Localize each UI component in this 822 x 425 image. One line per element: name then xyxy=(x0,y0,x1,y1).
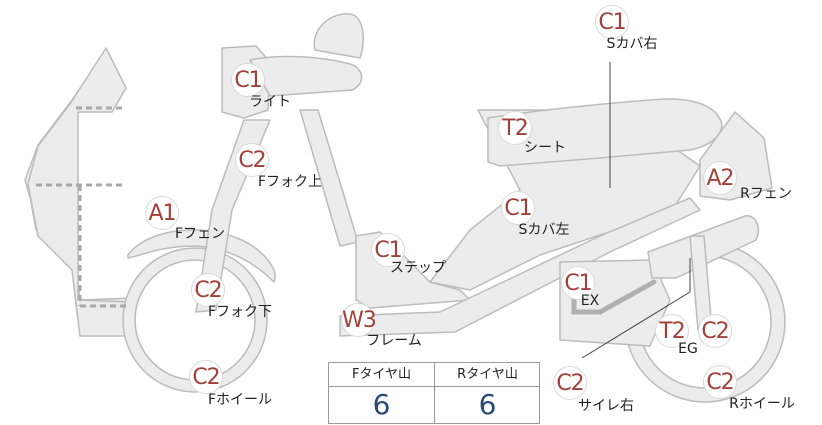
engine-2-grade-badge: C2 xyxy=(698,314,732,348)
exhaust-grade-badge: C1 xyxy=(561,266,595,300)
f-fender-label: Fフェン xyxy=(174,226,226,242)
seat-label: シート xyxy=(524,140,566,156)
rear-tyre-header: Rタイヤ山 xyxy=(435,363,540,387)
r-fender-grade-badge: A2 xyxy=(703,161,737,195)
engine-grade-badge: T2 xyxy=(655,314,689,348)
s-cover-left-label: Sカバ左 xyxy=(518,222,570,238)
f-fork-lower-grade-badge: C2 xyxy=(191,273,225,307)
rear-tyre-value: 6 xyxy=(478,388,497,421)
frame-bar xyxy=(339,197,701,337)
f-fender-grade-badge: A1 xyxy=(145,196,179,230)
exhaust-pipe xyxy=(571,279,657,315)
f-wheel-label: Fホイール xyxy=(207,392,273,408)
step-grade-badge: C1 xyxy=(371,233,405,267)
frame-grade-badge: W3 xyxy=(341,303,377,337)
exhaust-label: EX xyxy=(580,293,600,309)
s-cover-left-grade-badge: C1 xyxy=(501,191,535,225)
seat-grade-badge: T2 xyxy=(498,111,532,145)
r-fender-label: Rフェン xyxy=(740,186,792,202)
f-wheel-grade-badge: C2 xyxy=(189,360,223,394)
mirror-shape xyxy=(313,13,364,59)
tyre-tread-table: Fタイヤ山 Rタイヤ山 6 6 xyxy=(328,362,540,424)
engine-label: EG xyxy=(678,341,698,357)
frame-label: フレーム xyxy=(366,333,422,349)
step-label: ステップ xyxy=(390,260,446,276)
s-cover-right-grade-badge: C1 xyxy=(595,5,629,39)
light-label: ライト xyxy=(249,94,291,110)
silencer-right-label: サイレ右 xyxy=(578,398,634,414)
f-fork-upper-grade-badge: C2 xyxy=(235,143,269,177)
r-wheel-label: Rホイール xyxy=(729,396,795,412)
fork-shape xyxy=(195,119,271,313)
light-grade-badge: C1 xyxy=(231,63,265,97)
f-fork-lower-label: Fフォク下 xyxy=(207,304,273,320)
front-tyre-value: 6 xyxy=(372,388,391,421)
silencer-leader xyxy=(581,258,691,359)
f-fork-upper-label: Fフォク上 xyxy=(257,174,323,190)
silencer-right-grade-badge: C2 xyxy=(553,366,587,400)
seat-shape xyxy=(487,98,723,167)
front-cowl-shape xyxy=(249,55,363,97)
front-tyre-header: Fタイヤ山 xyxy=(329,363,434,387)
s-cover-right-label: Sカバ右 xyxy=(606,36,658,52)
table-divider xyxy=(434,363,435,423)
r-wheel-grade-badge: C2 xyxy=(703,365,737,399)
front-fender-shape xyxy=(127,229,276,283)
